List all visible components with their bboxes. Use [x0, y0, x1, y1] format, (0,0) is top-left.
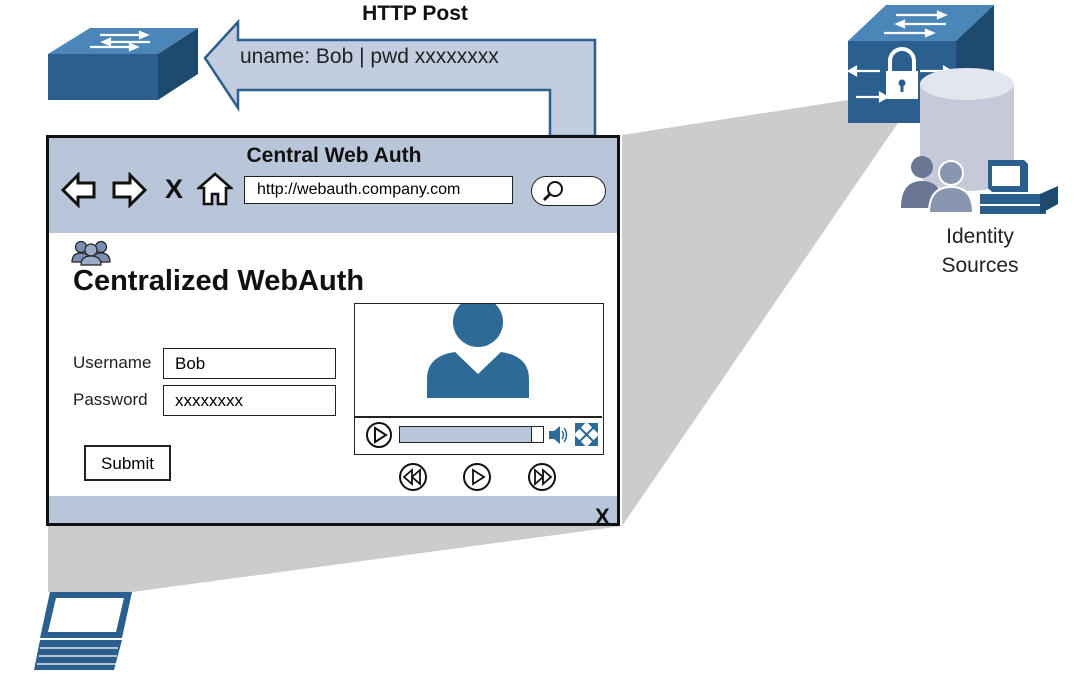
password-field[interactable]: xxxxxxxx [163, 385, 336, 416]
browser-title: Central Web Auth [246, 144, 422, 167]
group-icon [71, 240, 111, 266]
server-beam [622, 100, 900, 526]
network-switch-icon [48, 28, 198, 100]
username-field[interactable]: Bob [163, 348, 336, 379]
password-label: Password [73, 390, 148, 409]
laptop-icon [34, 592, 132, 670]
stop-button[interactable]: X [165, 174, 184, 204]
volume-icon[interactable] [547, 424, 569, 446]
play-icon[interactable] [365, 421, 393, 449]
address-bar[interactable]: http://webauth.company.com [244, 176, 513, 204]
workstation-icon [980, 160, 1058, 214]
video-divider [355, 416, 602, 418]
video-player [354, 303, 604, 455]
laptop-beam [48, 526, 622, 592]
search-box[interactable] [531, 176, 606, 206]
identity-label-line1: Identity [946, 225, 1014, 248]
users-icon [901, 156, 975, 214]
fullscreen-icon[interactable] [574, 422, 599, 447]
rewind-icon[interactable] [398, 462, 428, 492]
progress-bar[interactable] [399, 426, 544, 443]
search-icon [542, 181, 563, 202]
user-avatar-icon [427, 304, 529, 398]
page-title: Centralized WebAuth [73, 265, 365, 297]
identity-label-line2: Sources [941, 254, 1019, 277]
identity-sources-label: Identity Sources [924, 222, 1036, 280]
username-label: Username [73, 353, 152, 372]
close-button[interactable]: X [595, 504, 610, 529]
progress-remaining [531, 427, 543, 442]
http-post-credentials: uname: Bob | pwd xxxxxxxx [240, 45, 499, 68]
forward-arrow-icon[interactable] [111, 172, 147, 208]
fast-forward-icon[interactable] [527, 462, 557, 492]
back-arrow-icon[interactable] [61, 172, 97, 208]
home-icon[interactable] [197, 172, 233, 206]
browser-window: Central Web Auth X http://webauth.compan… [46, 135, 620, 529]
submit-button[interactable]: Submit [84, 445, 171, 481]
browser-status-bar [49, 496, 617, 523]
http-post-title: HTTP Post [362, 2, 468, 25]
play-control-icon[interactable] [462, 462, 492, 492]
http-post-arrow [203, 18, 597, 138]
